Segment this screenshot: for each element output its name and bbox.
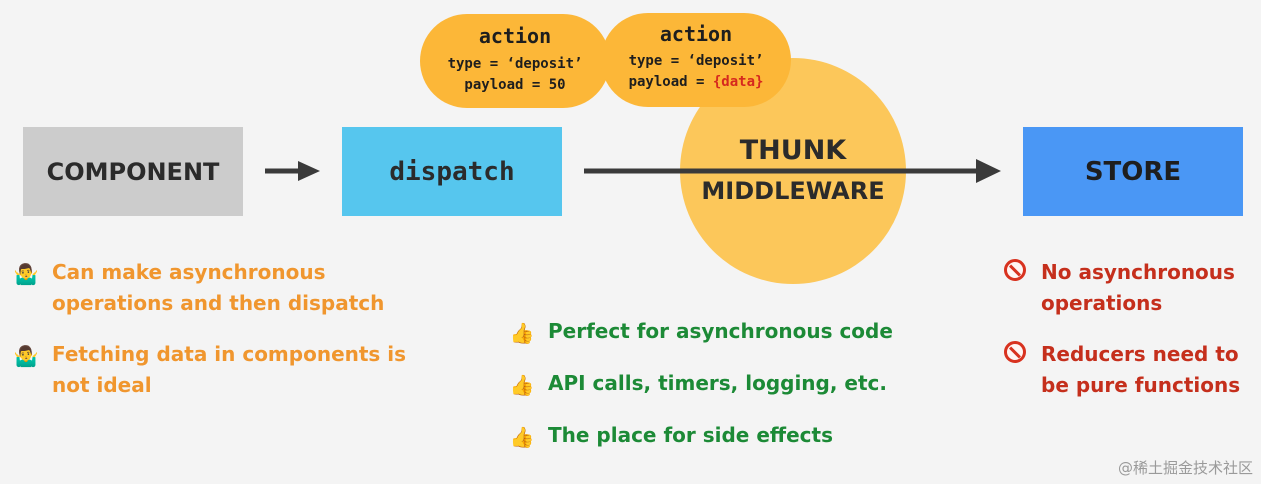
- thumbs-up-icon: 👍: [509, 321, 535, 345]
- store-label: STORE: [1084, 156, 1182, 187]
- dispatch-box: dispatch: [342, 127, 562, 216]
- person-shrugging-icon: 🤷‍♂️: [13, 344, 39, 368]
- store-note: No asynchronous operations: [999, 257, 1261, 319]
- component-box: COMPONENT: [23, 127, 243, 216]
- person-shrugging-icon: 🤷‍♂️: [13, 262, 39, 286]
- note-text: Perfect for asynchronous code: [548, 319, 893, 343]
- action-title: action: [478, 24, 552, 48]
- action-pill-deposit-data: action type = ‘deposit’ payload = {data}: [601, 13, 791, 107]
- store-note: Reducers need to be pure functions: [999, 339, 1261, 401]
- payload-value: 50: [548, 77, 566, 93]
- prohibited-icon: [999, 259, 1031, 290]
- middleware-note: 👍 The place for side effects: [506, 420, 966, 451]
- payload-prefix: payload =: [464, 77, 549, 93]
- thumbs-up-icon: 👍: [509, 373, 535, 397]
- note-text: No asynchronous operations: [1041, 260, 1235, 315]
- action-payload: payload = {data}: [601, 72, 791, 93]
- component-label: COMPONENT: [46, 157, 220, 186]
- action-type: type = ‘deposit’: [628, 53, 764, 69]
- action-pill-deposit-50: action type = ‘deposit’ payload = 50: [420, 14, 610, 108]
- action-type: type = ‘deposit’: [447, 56, 583, 72]
- component-note: 🤷‍♂️ Can make asynchronous operations an…: [10, 257, 410, 319]
- arrow-component-to-dispatch: [265, 161, 320, 181]
- note-text: Can make asynchronous operations and the…: [52, 260, 385, 315]
- payload-value: {data}: [712, 74, 764, 90]
- note-text: Fetching data in components is not ideal: [52, 342, 407, 397]
- note-text: The place for side effects: [548, 423, 833, 447]
- payload-prefix: payload =: [628, 74, 713, 90]
- store-box: STORE: [1023, 127, 1243, 216]
- middleware-note: 👍 API calls, timers, logging, etc.: [506, 368, 966, 399]
- middleware-note: 👍 Perfect for asynchronous code: [506, 316, 966, 347]
- watermark: @稀土掘金技术社区: [1117, 459, 1253, 477]
- middleware-label: MIDDLEWARE: [701, 177, 885, 205]
- thumbs-up-icon: 👍: [509, 425, 535, 449]
- dispatch-label: dispatch: [389, 156, 515, 187]
- action-title: action: [659, 22, 733, 46]
- thunk-label: THUNK: [739, 135, 847, 166]
- action-payload: payload = 50: [420, 75, 610, 96]
- note-text: API calls, timers, logging, etc.: [548, 371, 887, 395]
- component-note: 🤷‍♂️ Fetching data in components is not …: [10, 339, 410, 401]
- prohibited-icon: [999, 341, 1031, 372]
- note-text: Reducers need to be pure functions: [1041, 342, 1241, 397]
